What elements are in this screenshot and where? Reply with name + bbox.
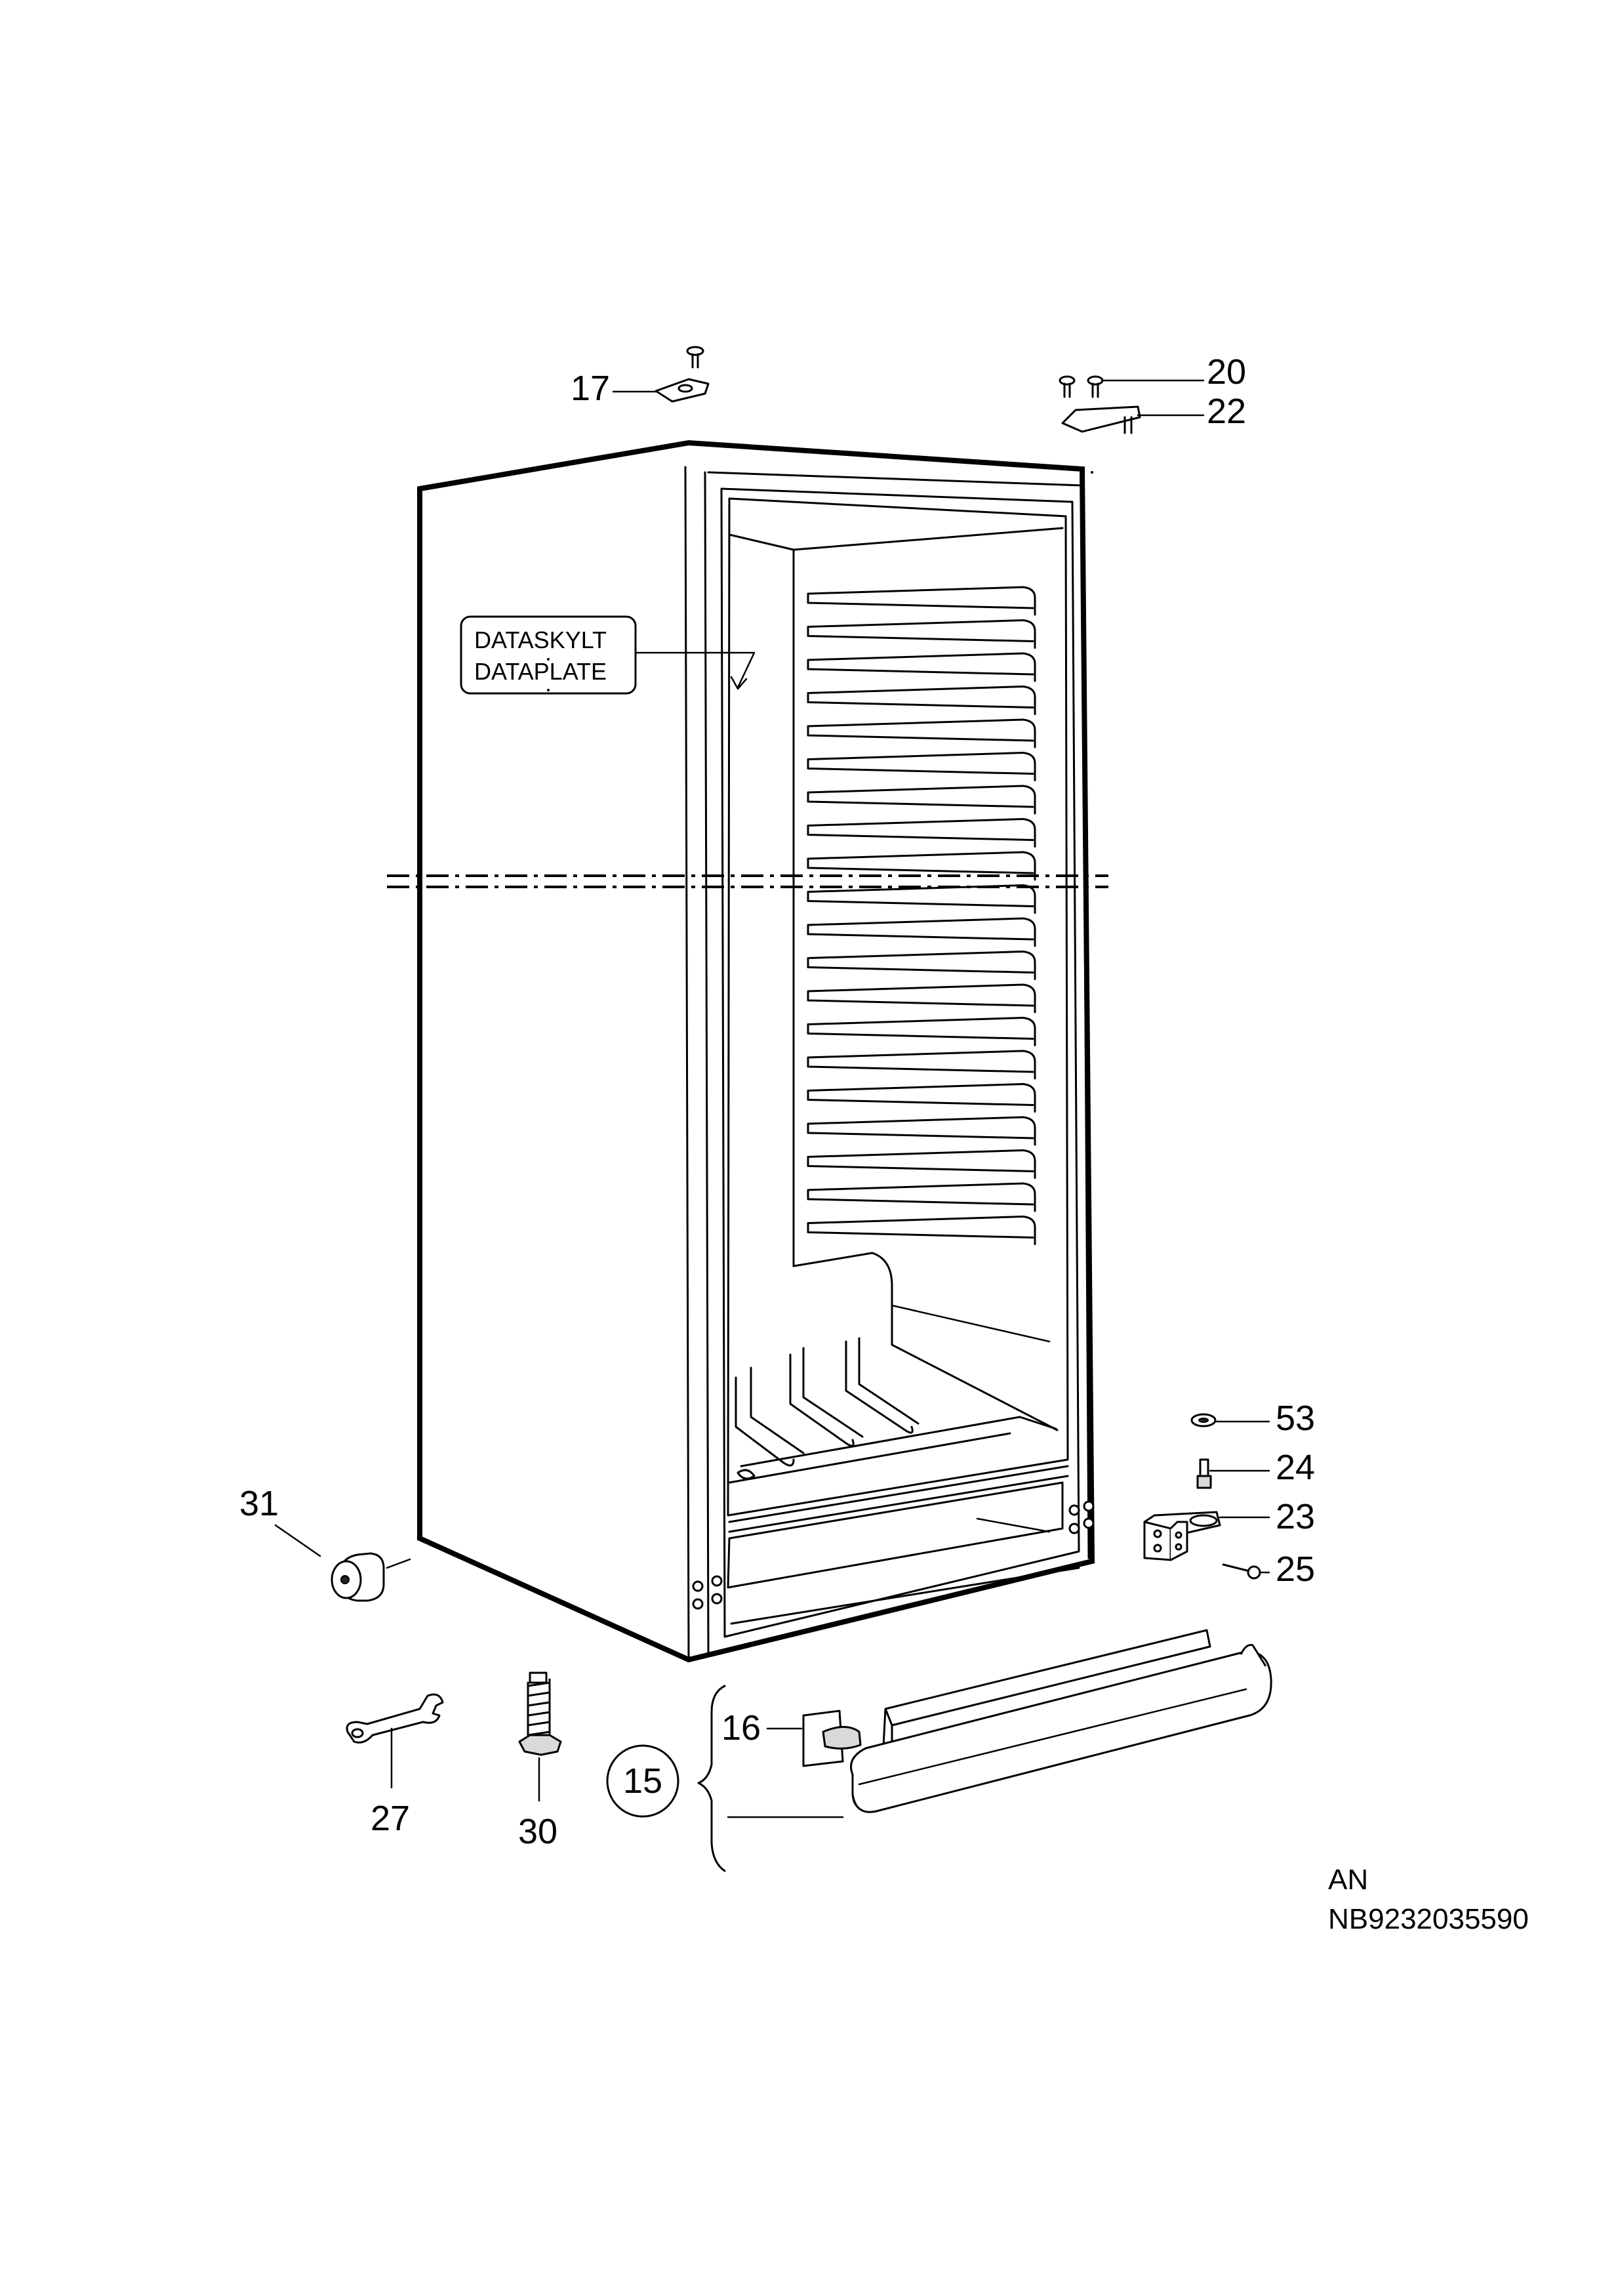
part-labels: 17 20 22 53 24 23 25 31 27 30 16 15 (239, 352, 1315, 1851)
shelf-rib (807, 983, 1036, 1014)
part-17-top-cover (612, 346, 710, 403)
part-53-cap (1190, 1413, 1217, 1427)
label-16: 16 (721, 1708, 761, 1748)
hinge-screw-2 (1087, 375, 1104, 398)
part-16-end-cap (802, 1710, 862, 1767)
bottom-hinge-assembly (1143, 1413, 1270, 1580)
handle-grip (850, 1650, 1272, 1813)
data-plate-leader (634, 651, 756, 689)
label-31: 31 (239, 1484, 279, 1523)
part-25-screw (1222, 1563, 1261, 1580)
liner-bottom-edge-2 (728, 1475, 1069, 1533)
liner-floor-front (728, 1432, 1011, 1484)
liner-top-edge (728, 527, 1064, 551)
cabinet-outline (417, 440, 1095, 1663)
front-edge (684, 466, 690, 1661)
part-27-spanner (346, 1693, 444, 1789)
label-27: 27 (371, 1799, 410, 1838)
leader-31 (274, 1524, 321, 1557)
liner-floor-back (891, 1304, 1051, 1343)
dot-marker (1091, 471, 1093, 474)
shelf-rib (807, 652, 1036, 682)
top-cover-hole (678, 384, 693, 393)
shelf-rib (807, 1216, 1036, 1245)
data-plate-box (460, 615, 637, 695)
doc-code-line2: NB9232035590 (1328, 1903, 1529, 1935)
shelf-rib (807, 586, 1036, 616)
label-22: 22 (1207, 392, 1246, 431)
part-15-circle (606, 1744, 679, 1818)
handle-right-end (1240, 1644, 1267, 1667)
handle-end-curve (851, 1793, 867, 1813)
liner-bottom-edge (728, 1465, 1069, 1523)
group-brace (697, 1685, 726, 1872)
liner-bottom (728, 1252, 1059, 1484)
part-31-plug (274, 1524, 411, 1602)
data-plate-arrow (730, 676, 748, 690)
shelf-rib (807, 1182, 1036, 1212)
shelf-rib (807, 1149, 1036, 1179)
plate-dot-1 (547, 658, 550, 661)
label-15: 15 (623, 1761, 662, 1801)
shelf-rib (807, 1050, 1036, 1080)
shelf-rib (807, 1083, 1036, 1113)
shelf-ribs (807, 586, 1036, 1245)
shelf-rib (807, 785, 1036, 815)
part-20-22-top-hinge (1059, 375, 1205, 474)
handle-grip-line (858, 1688, 1247, 1786)
part-24-pin (1196, 1458, 1212, 1489)
frame-inner (720, 487, 1080, 1638)
part-30-adjustable-foot (518, 1671, 562, 1802)
part-15-16-handle (606, 1629, 1272, 1872)
shelf-rib (807, 951, 1036, 980)
label-30: 30 (518, 1812, 557, 1851)
shelf-rib (807, 686, 1036, 715)
data-plate-line2: DATAPLATE (474, 658, 607, 685)
label-23: 23 (1276, 1497, 1315, 1536)
base-front-edge (730, 1567, 1080, 1625)
top-hinge-bracket (1061, 405, 1141, 433)
cabinet-body (387, 440, 1108, 1663)
base-inner-detail (976, 1517, 1051, 1533)
label-25: 25 (1276, 1549, 1315, 1589)
plug-center (340, 1575, 350, 1584)
plate-dot-2 (547, 689, 550, 691)
frame-left-outer (704, 471, 710, 1654)
shelf-rib (807, 1017, 1036, 1046)
evaporator-coils (735, 1337, 920, 1480)
shelf-rib (807, 1116, 1036, 1146)
liner-floor-front-2 (740, 1416, 1057, 1467)
leader-31-b (386, 1558, 411, 1569)
label-53: 53 (1276, 1399, 1315, 1438)
shelf-rib (807, 752, 1036, 781)
base-drawer-area (727, 1481, 1064, 1589)
label-20: 20 (1207, 352, 1246, 392)
liner-opening (727, 497, 1069, 1517)
top-cover-screw (686, 346, 704, 369)
doc-code-line1: AN (1328, 1864, 1368, 1896)
shelf-rib (807, 619, 1036, 649)
hinge-pin (1123, 416, 1133, 434)
shelf-rib (807, 917, 1036, 947)
data-plate-line1: DATASKYLT (474, 626, 607, 653)
frame-top-outer (707, 471, 1083, 487)
data-plate: DATASKYLT DATAPLATE (460, 615, 756, 695)
hinge-holes-right (1068, 1500, 1095, 1534)
shelf-rib (807, 884, 1036, 914)
part-23-bracket (1143, 1511, 1221, 1561)
shelf-rib (807, 851, 1036, 881)
hinge-screw-1 (1059, 375, 1076, 398)
liner-floor-step (792, 1252, 1059, 1431)
frame-right-outer (1081, 484, 1090, 1559)
label-24: 24 (1276, 1448, 1315, 1487)
hinge-holes-left (692, 1575, 723, 1610)
shelf-rib (807, 718, 1036, 748)
shelf-rib (807, 818, 1036, 848)
label-17: 17 (571, 369, 610, 408)
document-code: AN NB9232035590 (1328, 1864, 1529, 1935)
